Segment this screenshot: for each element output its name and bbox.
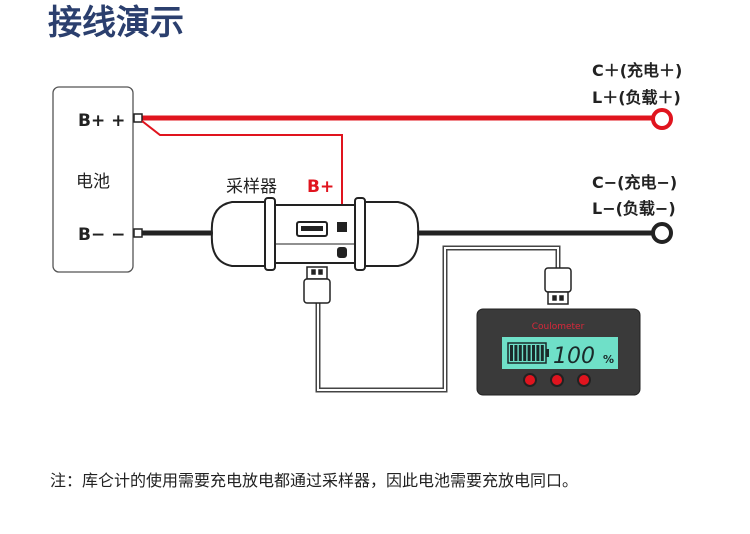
bplus-sense-wire [141, 120, 343, 225]
sampler-label: 采样器 [226, 177, 277, 197]
sampler-device [210, 197, 420, 271]
positive-output-ring [651, 108, 673, 130]
l-plus-label: L＋(负载＋) [592, 88, 681, 107]
battery-bar [518, 345, 522, 361]
battery-bar [536, 345, 540, 361]
battery-neg-label: B− − [78, 225, 125, 245]
battery-label: 电池 [76, 172, 110, 192]
page-title: 接线演示 [48, 3, 184, 43]
battery-bar [532, 345, 535, 361]
battery-bar [523, 345, 527, 361]
c-minus-label: C−(充电−) [592, 173, 677, 192]
battery-box [52, 86, 134, 273]
battery-pos-label: B+ + [78, 111, 125, 131]
usb-plug-sampler [303, 266, 331, 304]
meter-button-3[interactable] [577, 373, 591, 387]
battery-bar [510, 345, 513, 361]
sampler-bplus-label: B+ [307, 177, 334, 197]
l-minus-label: L−(负载−) [592, 199, 676, 218]
battery-bar [540, 345, 544, 361]
meter-reading: 100 [553, 344, 595, 369]
coulometer: Coulometer 100 % [476, 308, 641, 396]
meter-button-2[interactable] [550, 373, 564, 387]
bplus-port [337, 222, 347, 232]
note-text: 注：库仑计的使用需要充电放电都通过采样器，因此电池需要充放电同口。 [50, 471, 578, 490]
positive-terminal [133, 113, 143, 123]
c-plus-label: C＋(充电＋) [592, 61, 682, 80]
usb-plug-meter [544, 267, 572, 305]
meter-unit: % [603, 353, 614, 366]
battery-bar [514, 345, 518, 361]
negative-output-ring [651, 222, 673, 244]
meter-button-1[interactable] [523, 373, 537, 387]
meter-brand: Coulometer [532, 322, 585, 332]
battery-bar [527, 345, 531, 361]
negative-terminal [133, 228, 143, 238]
